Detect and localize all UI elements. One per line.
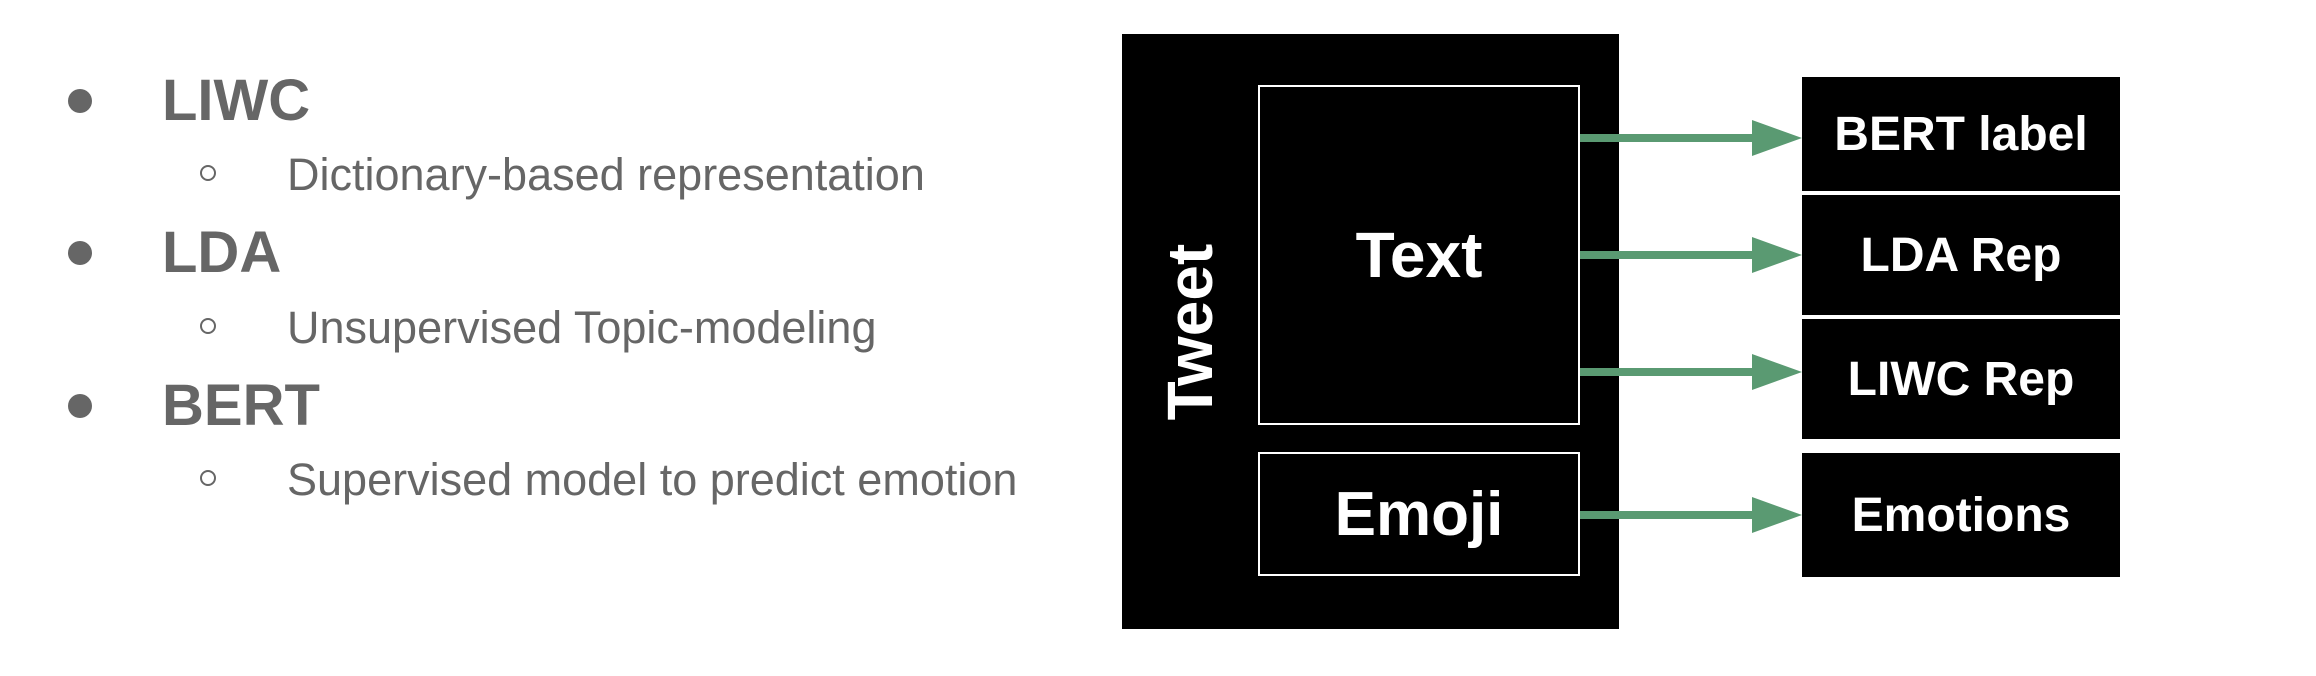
bullet-label: LDA (162, 220, 282, 285)
bullet-dot-icon (68, 394, 92, 418)
sub-bullet-item-liwc: Dictionary-based representation (0, 145, 1110, 205)
sub-bullet-item-lda: Unsupervised Topic-modeling (0, 298, 1110, 358)
bullet-label: LIWC (162, 68, 311, 133)
output-box-lda-rep: LDA Rep (1802, 195, 2120, 315)
bullet-label: BERT (162, 373, 320, 438)
bullet-dot-icon (68, 241, 92, 265)
sub-bullet-item-bert: Supervised model to predict emotion (0, 450, 1110, 510)
bullet-list: LIWC Dictionary-based representation LDA… (0, 0, 1110, 676)
output-box-emotions: Emotions (1802, 453, 2120, 577)
arrow-to-emotions (1580, 497, 1802, 533)
sub-bullet-ring-icon (200, 165, 216, 181)
arrow-to-liwc-rep (1580, 354, 1802, 390)
text-box: Text (1258, 85, 1580, 425)
output-box-liwc-rep: LIWC Rep (1802, 319, 2120, 439)
output-box-bert-label: BERT label (1802, 77, 2120, 191)
arrow-to-lda-rep (1580, 237, 1802, 273)
emoji-box: Emoji (1258, 452, 1580, 576)
sub-bullet-text: Supervised model to predict emotion (287, 454, 1018, 505)
bullet-item-lda: LDA (0, 215, 1110, 291)
bullet-dot-icon (68, 89, 92, 113)
arrow-to-bert-label (1580, 120, 1802, 156)
bullet-item-liwc: LIWC (0, 63, 1110, 139)
sub-bullet-ring-icon (200, 318, 216, 334)
sub-bullet-text: Dictionary-based representation (287, 149, 925, 200)
sub-bullet-ring-icon (200, 470, 216, 486)
sub-bullet-text: Unsupervised Topic-modeling (287, 302, 877, 353)
bullet-item-bert: BERT (0, 368, 1110, 444)
